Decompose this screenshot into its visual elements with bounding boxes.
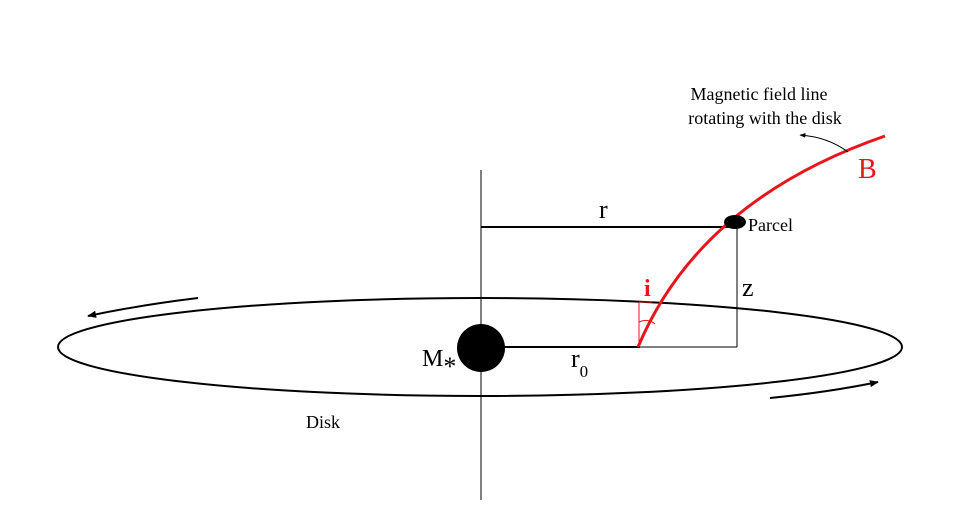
parcel — [724, 215, 746, 229]
r0-symbol: r — [571, 344, 580, 373]
mass-subscript: * — [443, 352, 456, 381]
r-label: r — [599, 195, 608, 224]
r0-subscript: 0 — [580, 362, 589, 381]
field-note-arrow — [799, 132, 849, 153]
disk-ellipse — [57, 297, 903, 397]
central-star — [457, 324, 505, 372]
z-label: z — [742, 273, 754, 302]
mass-label: M* — [422, 346, 456, 381]
r0-label: r0 — [571, 344, 588, 381]
b-label: B — [858, 154, 877, 185]
disk-label: Disk — [306, 412, 340, 432]
mass-symbol: M — [422, 346, 443, 372]
parcel-label: Parcel — [748, 215, 793, 235]
field-note-line1: Magnetic field line — [691, 84, 828, 104]
magnetic-field-line — [636, 134, 886, 348]
inclination-arc — [638, 319, 656, 325]
rotation-arrow-left — [87, 297, 199, 318]
rotation-arrow-right — [769, 380, 879, 399]
field-note-line2: rotating with the disk — [688, 108, 841, 128]
inclination-label: i — [644, 276, 651, 302]
